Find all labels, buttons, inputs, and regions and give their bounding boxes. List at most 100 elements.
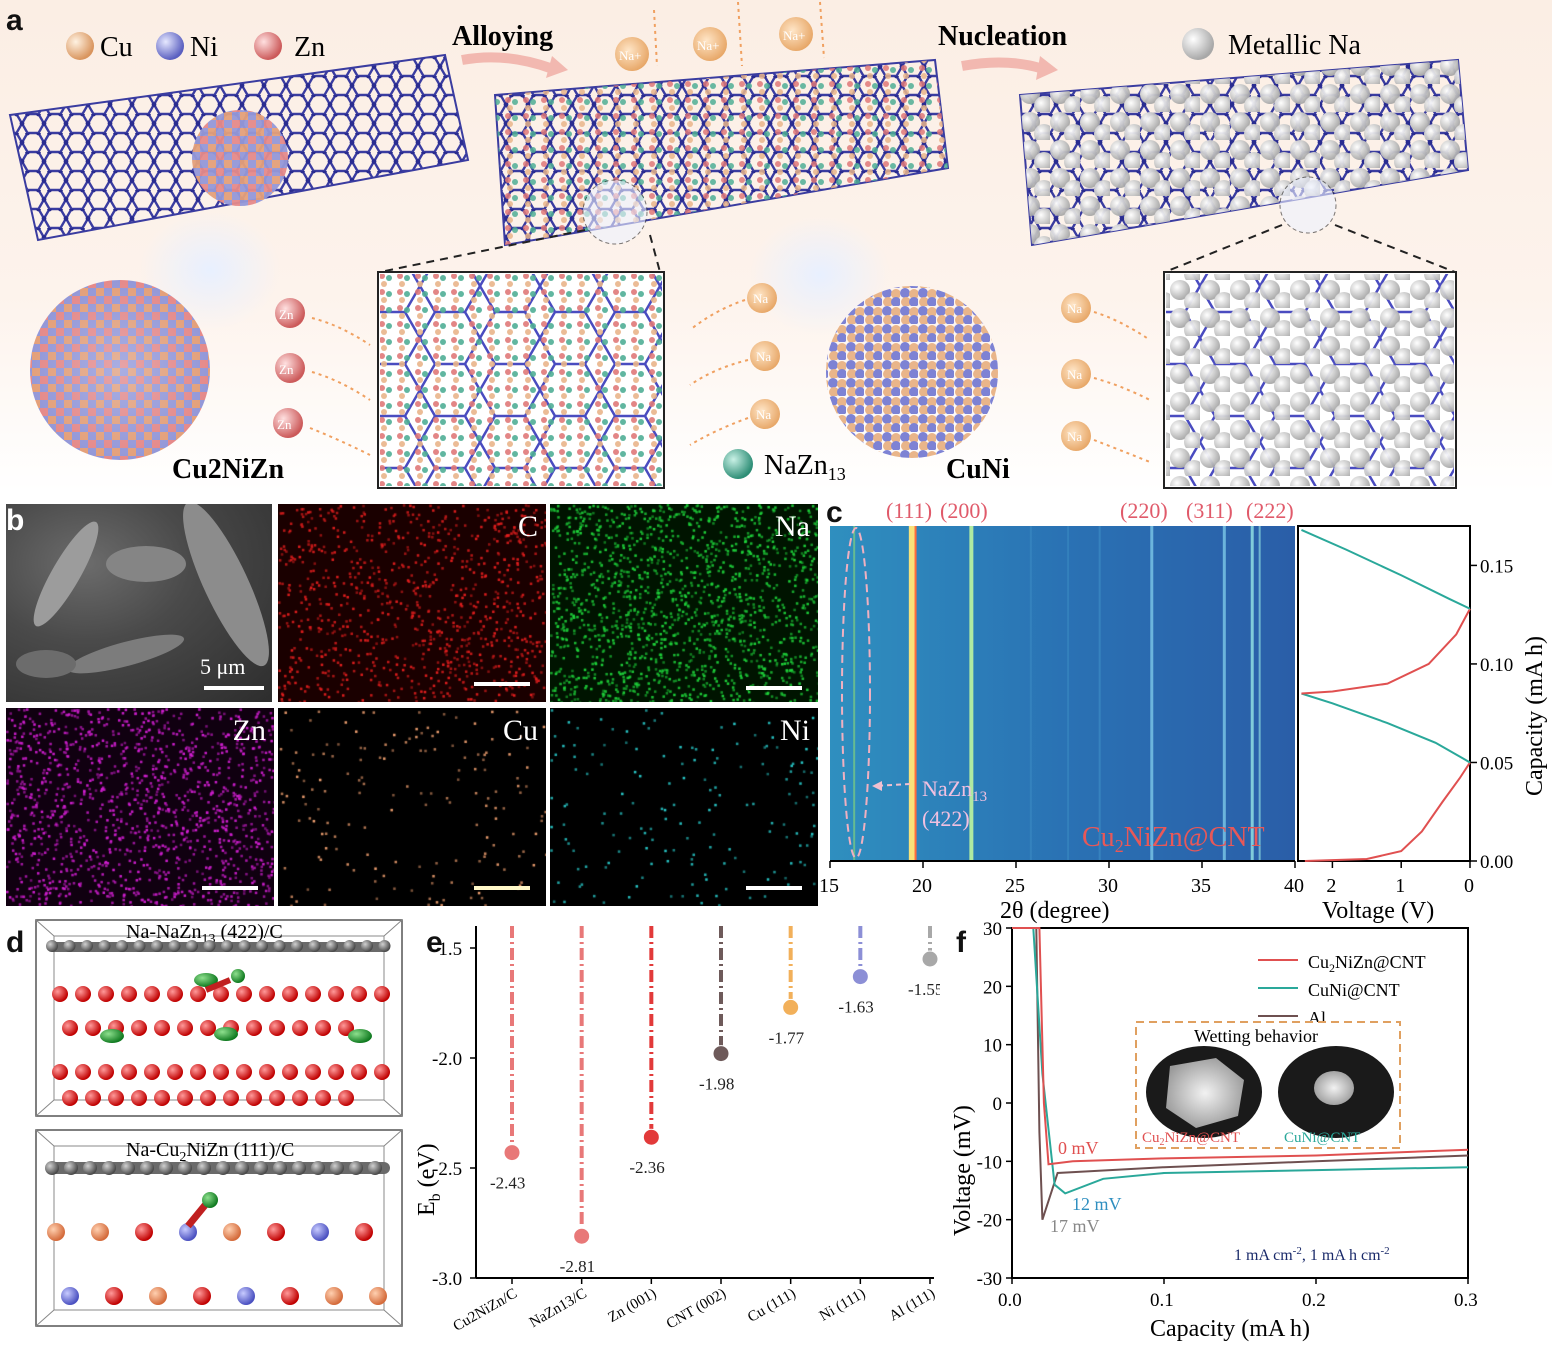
f-condition: 1 mA cm-2, 1 mA h cm-2	[1234, 1245, 1390, 1264]
eb-value-label: -1.63	[838, 998, 873, 1017]
eds-map-zn: Zn	[6, 708, 274, 906]
f-xtick-label: 0.1	[1150, 1290, 1174, 1311]
eb-value-label: -2.43	[490, 1174, 525, 1193]
zn-atom	[213, 1064, 229, 1080]
eds-scale-bar	[746, 886, 802, 890]
carbon-atom	[46, 940, 58, 952]
f-series-line	[1012, 927, 1469, 1166]
panel-label-c: c	[826, 496, 843, 529]
capacity-tick-label: 0.00	[1480, 852, 1513, 873]
eb-category-label: Cu2NiZn/C	[451, 1286, 520, 1335]
eb-tick-label: -2.5	[432, 1159, 462, 1180]
carbon-atom	[368, 1161, 382, 1175]
panel-e-chart: -1.5-2.0-2.5-3.0-2.43Cu2NiZn/C-2.81NaZn1…	[414, 926, 940, 1335]
zn-atom	[200, 1020, 216, 1036]
cnt-tube-3	[1018, 58, 1470, 247]
zn-atom	[338, 1090, 354, 1106]
zn-atom	[98, 986, 114, 1002]
f-ytick-label: 20	[983, 977, 1002, 998]
wetting-inset: Wetting behavior Cu2NiZn@CNT CuNi@CNT	[1135, 1021, 1401, 1149]
xrd-tick-label: 25	[1005, 875, 1025, 897]
carbon-atom	[308, 940, 321, 952]
zn-atom	[144, 1064, 160, 1080]
zn-atom	[282, 986, 298, 1002]
legend-zn: Zn	[294, 32, 325, 63]
zn-atom	[154, 1090, 170, 1106]
annot-12mv: 12 mV	[1072, 1194, 1122, 1214]
peak-label-311: (311)	[1186, 498, 1233, 523]
f-ytick-label: 10	[983, 1036, 1002, 1057]
legend-metallic-na: Metallic Na	[1228, 30, 1362, 61]
xrd-tick-label: 30	[1098, 875, 1118, 897]
carbon-atom	[361, 940, 373, 952]
zn-atom	[282, 1064, 298, 1080]
f-legend: Cu2NiZn@CNT CuNi@CNT Al	[1258, 952, 1426, 1028]
zn-atom	[246, 1020, 262, 1036]
zn-atom	[315, 1020, 331, 1036]
voltage-tick-label: 1	[1395, 875, 1405, 897]
sem-image: 5 μm	[6, 504, 272, 702]
eds-label-c: C	[517, 510, 538, 543]
zoom-box-na	[1163, 271, 1457, 489]
f-xtick-label: 0.2	[1302, 1290, 1326, 1311]
label-cuni: CuNi	[946, 454, 1010, 485]
eb-point	[642, 1128, 660, 1146]
arrow-alloying-label: Alloying	[452, 21, 553, 52]
discharge-curve-2	[1301, 608, 1471, 695]
carbon-atom	[140, 1161, 154, 1175]
zn-atom	[177, 1090, 193, 1106]
zn-atom	[167, 986, 183, 1002]
svg-text:Na: Na	[1067, 429, 1082, 444]
eb-point	[503, 1144, 521, 1162]
carbon-atom	[221, 940, 233, 952]
na-ion-label-3: Na+	[783, 28, 806, 43]
alloy-atom	[91, 1223, 109, 1241]
eb-point	[712, 1045, 730, 1063]
zn-atom	[305, 1064, 321, 1080]
capacity-tick-label: 0.10	[1480, 655, 1513, 676]
svg-text:Na: Na	[756, 349, 771, 364]
na-ion-label-2: Na+	[697, 38, 720, 53]
zn-atom	[108, 1090, 124, 1106]
voltage-tick-label: 2	[1326, 875, 1336, 897]
f-legend-cu2nizn: Cu2NiZn@CNT	[1308, 952, 1426, 975]
panel-d-structures: Na-NaZn13 (422)/C Na-Cu2NiZn (111)/C	[35, 919, 403, 1327]
zn-atom	[190, 986, 206, 1002]
alloy-atom	[149, 1287, 167, 1305]
zn-atom	[223, 1090, 239, 1106]
carbon-atom	[98, 940, 111, 952]
alloy-atom	[179, 1223, 197, 1241]
eb-category-label: Al (111)	[887, 1286, 938, 1325]
f-ytick-label: -10	[977, 1152, 1002, 1173]
annot-0mv: 0 mV	[1058, 1138, 1099, 1158]
f-ylabel: Voltage (mV)	[950, 1105, 976, 1236]
eds-scale-bar	[202, 886, 258, 890]
eb-value-label: -1.55	[908, 980, 940, 999]
xrd-tick-label: 35	[1191, 875, 1211, 897]
f-xtick-label: 0.0	[998, 1290, 1022, 1311]
zn-atom	[177, 1020, 193, 1036]
zn-atom	[305, 986, 321, 1002]
xrd-tick-label: 15	[819, 875, 839, 897]
carbon-atom	[116, 940, 128, 952]
panel-c-chart: (111) (200) (220) (311) (222) NaZn13 (42…	[819, 498, 1548, 924]
panel-label-e: e	[426, 926, 443, 959]
zn-atom	[351, 986, 367, 1002]
carbon-atom	[378, 940, 391, 952]
zn-atom	[374, 1064, 390, 1080]
eb-category-label: CNT (002)	[664, 1286, 729, 1333]
zn-atom	[259, 986, 275, 1002]
zn-atom	[62, 1090, 78, 1106]
nazn13-annotation-422: (422)	[922, 806, 970, 831]
eb-category-label: Ni (111)	[817, 1286, 868, 1325]
sem-scale-label: 5 μm	[200, 654, 246, 679]
box2-label: Na-Cu2NiZn (111)/C	[126, 1139, 294, 1165]
legend-cu: Cu	[100, 32, 133, 63]
nazn13-highlight	[841, 527, 871, 859]
carbon-atom	[63, 940, 76, 952]
xrd-tick-label: 20	[912, 875, 932, 897]
zoom-box-alloy	[377, 271, 665, 489]
alloy-atom	[135, 1223, 153, 1241]
alloy-atom	[355, 1223, 373, 1241]
alloy-atom	[47, 1223, 65, 1241]
